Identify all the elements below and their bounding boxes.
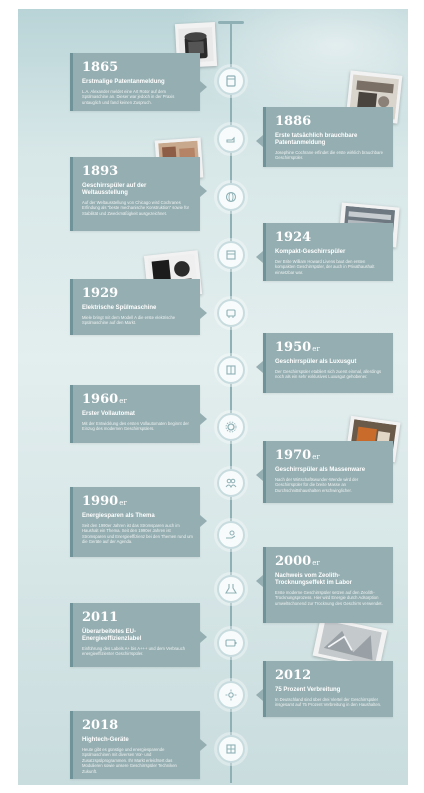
lab-icon [225,584,237,594]
timeline-line [230,23,232,783]
event-title: Erstmalige Patentanmeldung [82,79,165,85]
people-icon [225,478,237,489]
grid-icon [226,744,236,754]
node-2018 [217,735,245,763]
node-1970er [217,469,245,497]
event-card-2000er: 2000er Nachweis vom Zeolith-Trocknungsef… [256,547,393,623]
node-1865 [217,67,245,95]
event-title: Erste tatsächlich brauchbare Patentanmel… [275,133,358,146]
event-title: Energiesparen als Thema [82,513,155,519]
event-card-1886: 1886 Erste tatsächlich brauchbare Patent… [256,107,393,167]
event-title: Hightech-Geräte [82,737,129,743]
event-card-1990er: 1990er Energiesparen als Thema Seit den … [70,487,207,557]
event-title: Geschirrspüler auf der Weltausstellung [82,183,147,196]
event-description: Einführung des Labels A+ bis A+++ und de… [82,646,186,657]
event-year: 1893 [82,164,119,179]
node-1950er [217,356,245,384]
event-card-1929: 1929 Elektrische Spülmaschine Miele brin… [70,279,207,335]
event-year: 2011 [82,610,119,625]
event-card-2012: 2012 75 Prozent Verbreitung In Deutschla… [256,661,393,717]
box-icon [226,365,236,375]
timeline-poster: 1865 Erstmalige Patentanmeldung L.A. Ale… [18,9,408,785]
event-description: Nach der Wirtschaftswunder-Wende wird de… [275,477,359,493]
node-2012 [217,681,245,709]
sun-icon [225,689,237,701]
event-description: Seit den 1990er Jahren ist das Stromspar… [82,523,193,545]
event-year: 1970er [275,448,320,463]
calendar-icon [226,250,236,260]
event-description: Auf der Weltausstellung von Chicago wird… [82,200,190,216]
event-description: Mit der Entwicklung des ersten Vollautom… [82,421,189,432]
node-2011 [217,629,245,657]
event-title: Geschirrspüler als Luxusgut [275,359,357,365]
event-year: 1924 [275,230,312,245]
hand-icon [226,136,235,143]
globe-icon [225,191,237,203]
event-description: Der Brite William Howard Livens baut den… [275,259,375,275]
event-card-1950er: 1950er Geschirrspüler als Luxusgut Der G… [256,333,393,393]
event-year: 1865 [82,60,119,75]
event-card-1970er: 1970er Geschirrspüler als Massenware Nac… [256,441,393,503]
node-2000er [217,575,245,603]
event-description: Der Geschirrspüler etabliert sich zuerst… [275,369,382,380]
event-title: Geschirrspüler als Massenware [275,467,366,473]
event-title: Erster Vollautomat [82,411,135,417]
node-1990er [217,521,245,549]
event-year: 1960er [82,392,127,407]
event-card-2018: 2018 Hightech-Geräte Heute gibt es günst… [70,711,207,779]
event-title: Elektrische Spülmaschine [82,305,157,311]
event-card-2011: 2011 Überarbeitetes EU-Energieeffizienzl… [70,603,207,667]
event-title: Nachweis vom Zeolith-Trocknungseffekt im… [275,573,353,586]
event-description: Josephine Cochrane erfindet die erste wi… [275,150,384,161]
battery-icon [225,639,237,647]
node-1893 [217,183,245,211]
event-year: 1886 [275,114,312,129]
photo-2012 [312,616,388,670]
node-1886 [217,125,245,153]
event-description: L.A. Alexander meldet eine Art Rotor auf… [82,89,175,105]
event-title: Kompakt-Geschirrspüler [275,249,346,255]
event-card-1924: 1924 Kompakt-Geschirrspüler Der Brite Wi… [256,223,393,281]
event-description: In Deutschland sind über drei Viertel de… [275,697,382,708]
event-description: Heute gibt es günstige und energiesparen… [82,747,177,774]
event-year: 2000er [275,554,320,569]
event-title: Überarbeitetes EU-Energieeffizienzlabel [82,629,142,642]
gear-icon [225,421,237,433]
timeline-cap [218,21,244,24]
event-year: 1929 [82,286,119,301]
event-card-1960er: 1960er Erster Vollautomat Mit der Entwic… [70,385,207,443]
node-1924 [217,241,245,269]
event-title: 75 Prozent Verbreitung [275,687,341,693]
event-year: 1950er [275,340,320,355]
event-description: Miele bringt mit dem Modell A die erste … [82,315,176,326]
node-1960er [217,413,245,441]
dishwasher-icon [226,75,236,87]
node-1929 [217,299,245,327]
plug-icon [226,309,236,318]
event-year: 2012 [275,668,312,683]
event-year: 2018 [82,718,119,733]
event-card-1865: 1865 Erstmalige Patentanmeldung L.A. Ale… [70,53,207,111]
event-card-1893: 1893 Geschirrspüler auf der Weltausstell… [70,157,207,231]
event-year: 1990er [82,494,127,509]
event-description: Erste moderne Geschirrspüler setzen auf … [275,590,383,606]
hand-coin-icon [226,530,236,539]
